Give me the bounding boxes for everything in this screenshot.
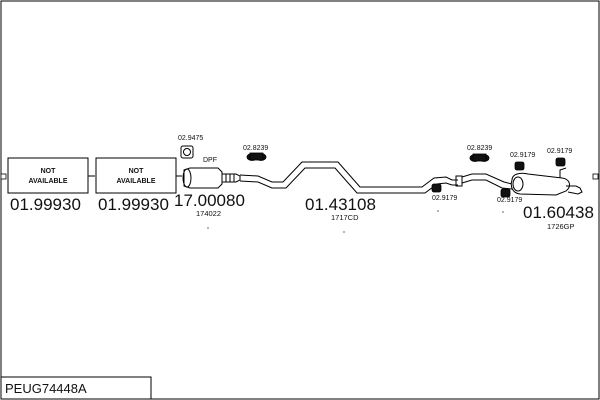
part-box-1[interactable]: NOT AVAILABLE — [7, 157, 89, 194]
part-ref-5: 1726GP — [547, 222, 575, 231]
part-box-2-line2: AVAILABLE — [116, 178, 155, 185]
diagram-code: PEUG74448A — [5, 381, 87, 396]
middle-pipe[interactable] — [239, 161, 463, 194]
part-number-1: 01.99930 — [10, 195, 81, 214]
fitting-label-5: 02.9179 — [510, 152, 535, 159]
fitting-label-4: 02.8239 — [467, 145, 492, 152]
right-connector — [592, 173, 599, 180]
part-number-2: 01.99930 — [98, 195, 169, 214]
fitting-7-dot — [502, 211, 504, 213]
part-box-1-line1: NOT — [41, 168, 57, 175]
part-number-5: 01.60438 — [523, 203, 594, 222]
clamp-fitting-1[interactable] — [180, 145, 194, 159]
part-ref-4: 1717CD — [331, 213, 359, 222]
part-box-2[interactable]: NOT AVAILABLE — [95, 157, 177, 194]
bracket-fitting-4[interactable] — [469, 153, 490, 162]
left-connector — [0, 173, 7, 180]
part-number-4: 01.43108 — [305, 195, 376, 214]
hanger-fitting-5[interactable] — [514, 161, 525, 171]
part-box-2-line1: NOT — [129, 168, 145, 175]
fitting-label-1: 02.9475 — [178, 135, 203, 142]
dpf-tag: DPF — [203, 157, 217, 164]
part-box-1-line2: AVAILABLE — [28, 178, 67, 185]
hanger-fitting-7[interactable] — [500, 188, 511, 198]
code-box — [0, 376, 152, 400]
part-ref-3: 174022 — [196, 209, 221, 218]
hanger-fitting-3[interactable] — [431, 183, 442, 193]
part-4-dot — [343, 231, 345, 233]
part-3-dot — [207, 227, 209, 229]
fitting-label-2: 02.8239 — [243, 145, 268, 152]
bracket-fitting-2[interactable] — [246, 152, 267, 161]
fitting-label-6: 02.9179 — [547, 148, 572, 155]
fitting-label-7: 02.9179 — [497, 197, 522, 204]
dpf-unit[interactable] — [182, 167, 241, 189]
part-number-3: 17.00080 — [174, 191, 245, 210]
rear-silencer[interactable] — [461, 167, 583, 196]
fitting-label-3: 02.9179 — [432, 195, 457, 202]
fitting-3-dot — [437, 210, 439, 212]
hanger-fitting-6[interactable] — [555, 157, 566, 167]
